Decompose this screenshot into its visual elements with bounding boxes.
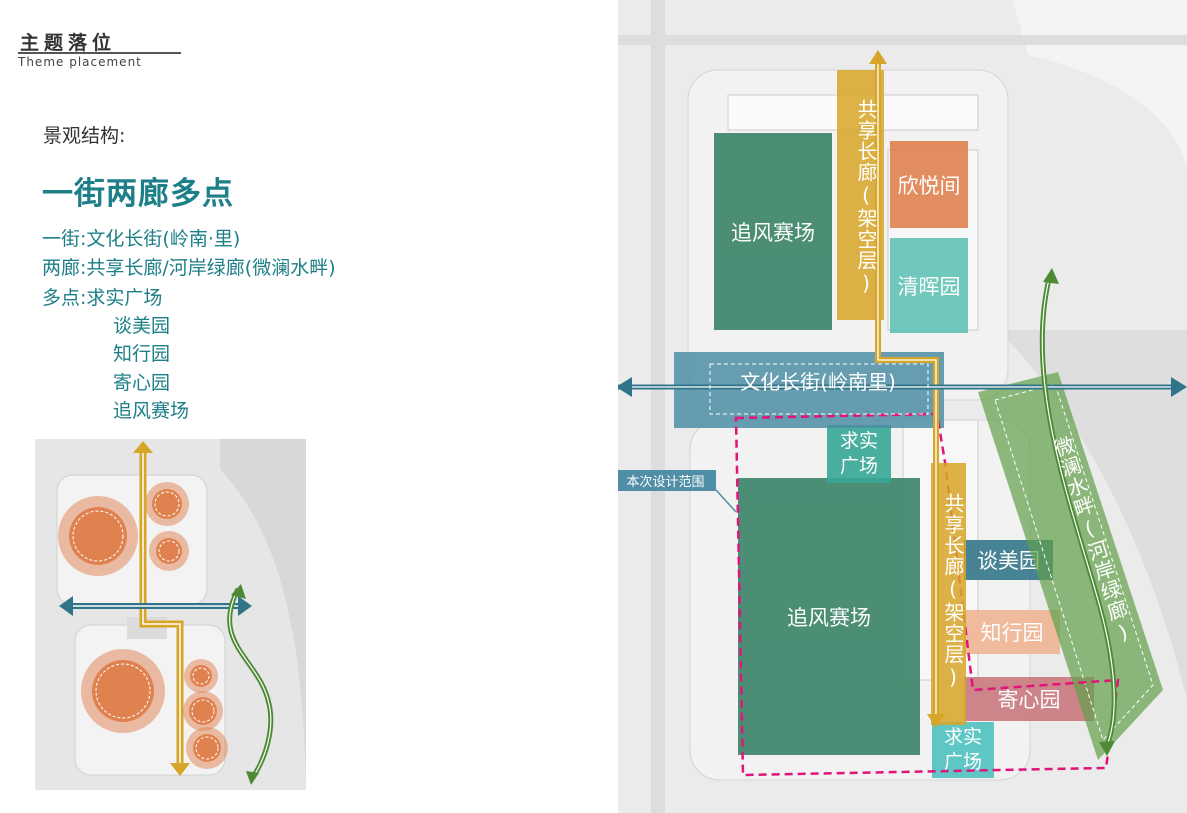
zhixingyuan-label: 知行园: [980, 621, 1044, 645]
section-subtitle: Theme placement: [18, 55, 142, 69]
qiushi-south-label: 求实广场: [943, 726, 982, 773]
point-item: 追风赛场: [113, 400, 190, 422]
track-south-label: 追风赛场: [787, 605, 871, 630]
master-plan: 追风赛场 追风赛场 欣悦间 清晖园 求实广场 求实广场 谈美园 知行园 寄心园: [618, 0, 1187, 813]
structure-mini-diagram: [35, 439, 306, 790]
point-item: 谈美园: [113, 315, 171, 337]
mini-diagram-graphic: [56, 439, 306, 790]
xinyuejian-label: 欣悦间: [897, 173, 961, 198]
qinghuiyuan-label: 清晖园: [897, 274, 961, 299]
shared-corridor-north-label: 共享长廊(架空层): [854, 98, 878, 296]
culture-street-label: 文化长街(岭南里): [740, 369, 896, 394]
point-item: 寄心园: [113, 372, 171, 394]
street-legend: 一街:文化长街(岭南·里): [42, 228, 241, 250]
garden-zhixingyuan: 知行园: [964, 610, 1060, 654]
points-legend: 多点:求实广场: [42, 287, 163, 309]
plaza-qiushi-south: 求实广场: [932, 722, 994, 778]
track-field-south: 追风赛场: [738, 478, 920, 755]
point-item: 知行园: [113, 343, 171, 365]
qiushi-north-label: 求实广场: [839, 430, 878, 477]
corridor-legend: 两廊:共享长廊/河岸绿廊(微澜水畔): [42, 257, 336, 279]
plan-overlay-graphic: [618, 50, 1187, 777]
design-scope-tag: 本次设计范围: [618, 470, 716, 491]
jixinyuan-label: 寄心园: [997, 688, 1061, 712]
section-title: 主题落位: [20, 32, 117, 54]
track-north-label: 追风赛场: [731, 220, 815, 245]
structure-label: 景观结构:: [43, 125, 126, 147]
structure-headline: 一街两廊多点: [42, 176, 234, 212]
track-field-north: 追风赛场: [714, 133, 832, 330]
plaza-qiushi-north: 求实广场: [827, 425, 891, 483]
garden-qinghuiyuan: 清晖园: [890, 238, 968, 333]
tanmeiyuan-label: 谈美园: [977, 549, 1040, 573]
shared-corridor-south-label: 共享长廊(架空层): [941, 492, 965, 690]
garden-xinyuejian: 欣悦间: [890, 141, 968, 228]
title-underline: [18, 52, 181, 54]
